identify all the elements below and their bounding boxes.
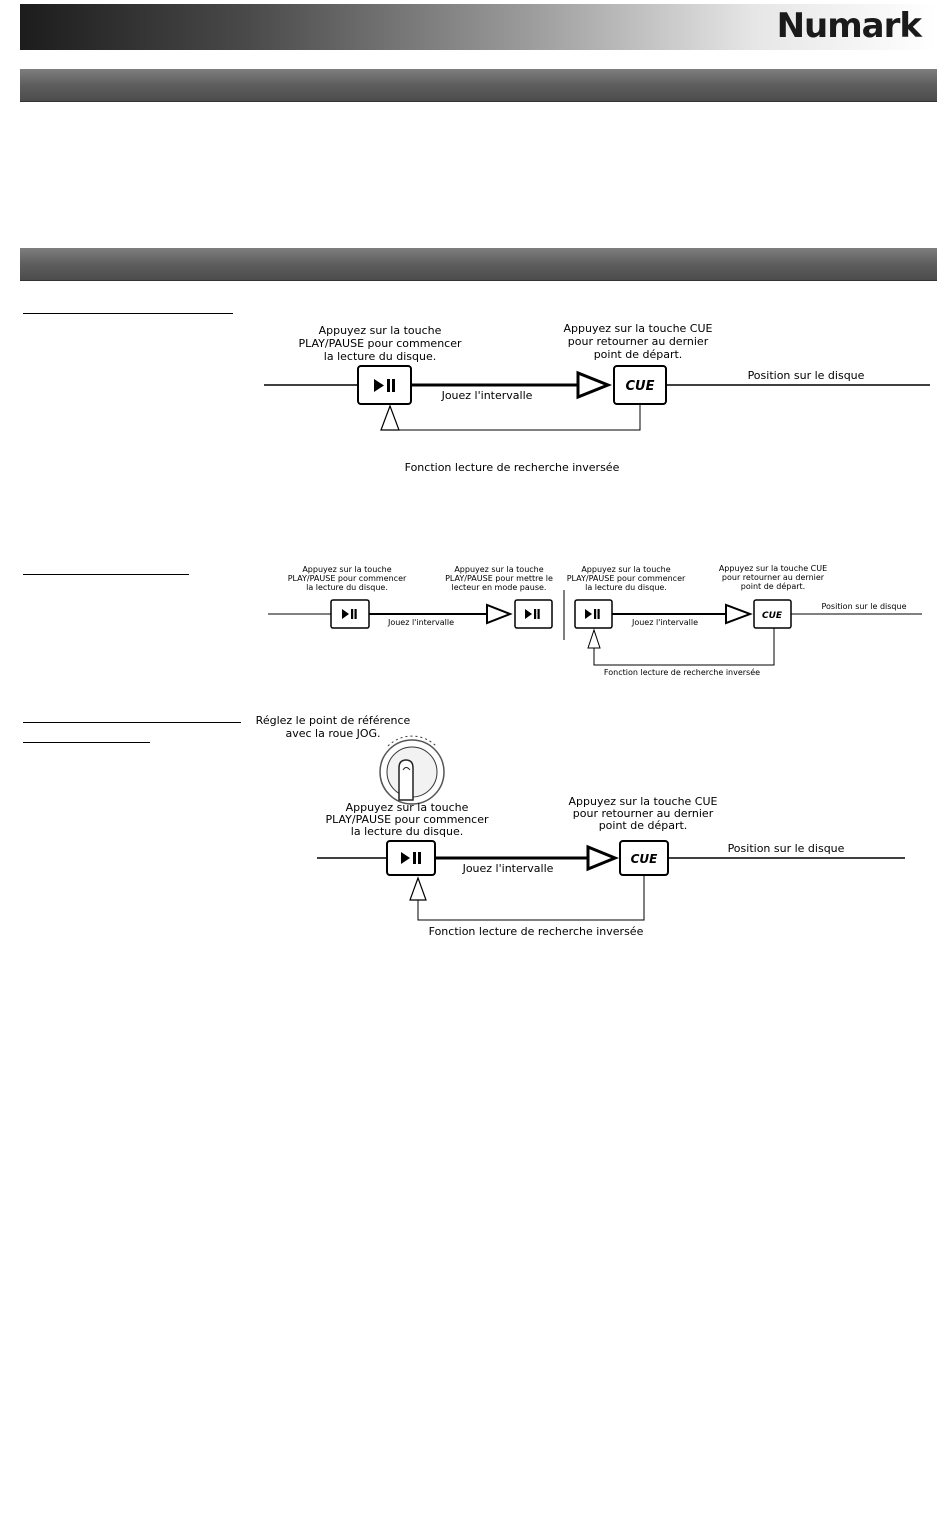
diagram3-right-note-line2: pour retourner au dernier	[573, 807, 714, 820]
diagram3-play-pause-icon	[401, 852, 421, 864]
diagram2-reverse-label: Fonction lecture de recherche inversée	[604, 667, 760, 677]
diagram3-jog-note-line2: avec la roue JOG.	[285, 727, 380, 740]
diagram1-position-label: Position sur le disque	[748, 369, 865, 382]
diagram3-jog-note-line1: Réglez le point de référence	[256, 714, 411, 727]
diagram2-note4-line2: pour retourner au dernier	[722, 573, 825, 582]
diagram1-interval-label: Jouez l'intervalle	[441, 389, 533, 402]
diagram1-play-pause-icon	[374, 379, 395, 392]
diagram1-play-pause-button	[357, 365, 412, 405]
diagram1-right-note-line3: point de départ.	[594, 348, 683, 361]
diagram2-note1-line3: la lecture du disque.	[306, 583, 388, 592]
diagram1-right-note-line1: Appuyez sur la touche CUE	[563, 322, 712, 335]
diagram2-note2-line1: Appuyez sur la touche	[454, 565, 543, 574]
diagram2-play-pause-icon2	[525, 609, 540, 619]
section-bar-2	[20, 248, 937, 281]
heading-rule-3a	[23, 722, 241, 723]
diagram2-cue-button	[753, 599, 792, 629]
diagram2-play-pause-button1	[330, 599, 370, 629]
section-bar-1	[20, 69, 937, 102]
diagram2-note1-line2: PLAY/PAUSE pour commencer	[288, 574, 407, 583]
diagram2-note2-line2: PLAY/PAUSE pour mettre le	[445, 574, 553, 583]
diagram2-cue-label: CUE	[762, 611, 783, 621]
diagram2-position-label: Position sur le disque	[822, 602, 907, 611]
diagram2-play-pause-button3	[574, 599, 613, 629]
diagram1-left-note-line2: PLAY/PAUSE pour commencer	[298, 337, 462, 350]
diagram3-arrow	[586, 844, 619, 872]
diagram3-cue-label: CUE	[631, 852, 659, 866]
diagram1-left-note-line1: Appuyez sur la touche	[319, 324, 442, 337]
brand-logo: Numark	[776, 6, 922, 46]
diagram1-cue-label: CUE	[626, 379, 655, 394]
diagram3-right-note-line1: Appuyez sur la touche CUE	[568, 795, 717, 808]
diagram2-note4-line3: point de départ.	[741, 581, 805, 591]
diagram2-return-line	[593, 628, 775, 666]
diagram3-right-note-line3: point de départ.	[599, 819, 688, 832]
diagram1-notes: Appuyez sur la touche PLAY/PAUSE pour co…	[298, 322, 712, 363]
heading-rule-1	[23, 313, 233, 314]
diagram3-left-note-line2: PLAY/PAUSE pour commencer	[325, 813, 489, 826]
diagram3-position-label: Position sur le disque	[728, 842, 845, 855]
diagram2-note2-line3: lecteur en mode pause.	[452, 583, 547, 592]
header-bar: Numark	[20, 4, 937, 50]
diagram1-left-note-line3: la lecture du disque.	[324, 350, 436, 363]
diagram1-return-arrow	[380, 404, 400, 431]
diagram1-arrow	[576, 370, 613, 400]
heading-rule-2	[23, 574, 189, 575]
diagram2-note3-line3: la lecture du disque.	[585, 583, 667, 592]
diagram2-arrow2	[725, 603, 753, 625]
diagram3-reverse-label: Fonction lecture de recherche inversée	[429, 925, 644, 938]
diagram3-return-arrow	[409, 876, 427, 901]
diagram2-interval2-label: Jouez l'intervalle	[631, 618, 698, 627]
heading-rule-3b	[23, 742, 150, 743]
diagram2-note3-line2: PLAY/PAUSE pour commencer	[567, 574, 686, 583]
diagram2-note1-line1: Appuyez sur la touche	[302, 565, 391, 574]
diagram2-interval1-label: Jouez l'intervalle	[387, 618, 454, 627]
diagram2-arrow1	[486, 603, 513, 625]
diagram1-reverse-label: Fonction lecture de recherche inversée	[405, 461, 620, 474]
diagram2-play-pause-icon3	[585, 609, 600, 619]
diagram1-right-note-line2: pour retourner au dernier	[568, 335, 709, 348]
diagram2-note4-line1: Appuyez sur la touche CUE	[719, 564, 827, 573]
diagram3-play-pause-button	[386, 840, 436, 876]
diagram2-play-pause-button2	[514, 599, 553, 629]
diagram3-interval-label: Jouez l'intervalle	[462, 862, 554, 875]
jog-wheel-icon	[379, 735, 445, 805]
diagram2-play-pause-icon1	[342, 609, 357, 619]
diagram2-note3-line1: Appuyez sur la touche	[581, 565, 670, 574]
diagram3-left-note-line3: la lecture du disque.	[351, 825, 463, 838]
diagram3-return-line	[417, 875, 645, 921]
diagram3-left-note-line1: Appuyez sur la touche	[346, 801, 469, 814]
diagram2-return-arrow	[587, 628, 601, 649]
